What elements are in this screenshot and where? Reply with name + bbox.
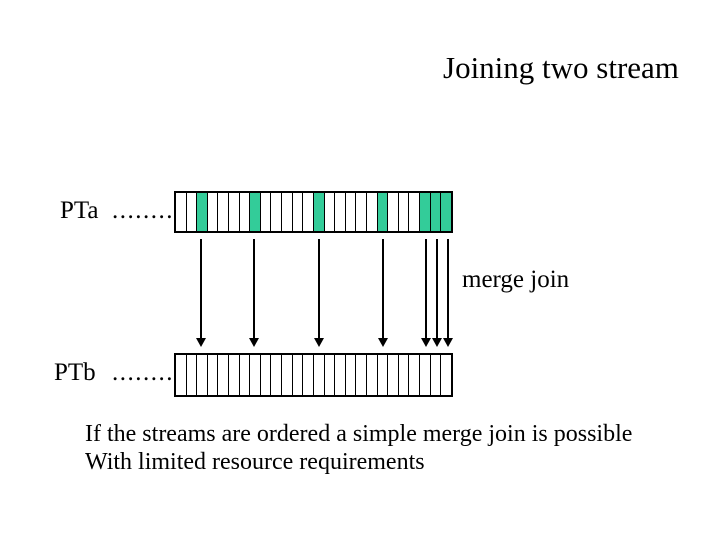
stream-cell-empty [228,193,239,231]
stream-cell-filled [312,193,324,231]
stream-cell-empty [312,355,324,395]
merge-join-label: merge join [462,266,570,293]
stream-a-bar [174,191,453,233]
arrow-shaft [199,239,202,338]
arrow-head-icon [313,338,324,347]
stream-cell-empty [185,193,197,231]
stream-cell-empty [291,355,303,395]
stream-cell-empty [408,193,420,231]
stream-cell-empty [259,355,271,395]
stream-cell-empty [281,193,292,231]
merge-arrow [421,239,432,347]
stream-cell-empty [270,355,282,395]
stream-cell-empty [355,193,366,231]
stream-cell-empty [408,355,420,395]
stream-cell-empty [206,193,218,231]
stream-cell-filled [429,193,441,231]
stream-cell-empty [440,355,451,395]
stream-cell-empty [355,355,366,395]
stream-cell-empty [323,193,335,231]
arrow-head-icon [378,338,389,347]
stream-cell-empty [302,193,313,231]
merge-arrow [195,239,206,347]
stream-b-dots: ........ [112,359,174,386]
stream-cell-filled [249,193,260,231]
stream-cell-empty [365,355,377,395]
arrow-shaft [253,239,256,338]
stream-cell-empty [185,355,197,395]
stream-cell-empty [259,193,271,231]
stream-cell-empty [397,355,409,395]
arrow-shaft [446,239,449,338]
stream-cell-empty [323,355,335,395]
stream-cell-empty [238,355,250,395]
stream-cell-empty [344,193,356,231]
stream-cell-empty [270,193,282,231]
arrow-head-icon [421,338,432,347]
arrow-shaft [317,239,320,338]
stream-cell-filled [419,193,430,231]
merge-arrow [249,239,260,347]
stream-cell-empty [176,355,186,395]
stream-cell-empty [217,355,229,395]
stream-cell-empty [302,355,313,395]
stream-cell-empty [196,355,207,395]
stream-cell-empty [429,355,441,395]
merge-arrow [442,239,453,347]
stream-cell-empty [397,193,409,231]
stream-cell-empty [176,193,186,231]
arrow-head-icon [431,338,442,347]
merge-arrow [313,239,324,347]
stream-cell-filled [440,193,451,231]
merge-arrow [378,239,389,347]
slide-title: Joining two stream [443,50,679,85]
caption-text: If the streams are ordered a simple merg… [85,420,632,476]
stream-cell-empty [334,355,345,395]
stream-cell-empty [334,193,345,231]
stream-cell-empty [206,355,218,395]
stream-cell-empty [419,355,430,395]
stream-cell-empty [217,193,229,231]
stream-cell-empty [344,355,356,395]
stream-cell-empty [387,193,398,231]
stream-cell-filled [196,193,207,231]
arrow-shaft [425,239,428,338]
stream-cell-empty [365,193,377,231]
arrow-head-icon [442,338,453,347]
arrow-shaft [435,239,438,338]
caption-line-1: If the streams are ordered a simple merg… [85,421,633,447]
stream-cell-empty [291,193,303,231]
stream-cell-empty [238,193,250,231]
arrow-shaft [382,239,385,338]
stream-b-bar [174,353,453,397]
stream-cell-empty [228,355,239,395]
merge-arrow [431,239,442,347]
stream-cell-empty [376,355,388,395]
stream-a-dots: ........ [112,197,174,224]
stream-a-label: PTa [60,197,99,224]
arrow-head-icon [195,338,206,347]
stream-cell-filled [376,193,388,231]
stream-cell-empty [281,355,292,395]
stream-b-label: PTb [54,359,96,386]
caption-line-2: With limited resource requirements [85,449,425,475]
stream-cell-empty [387,355,398,395]
arrow-head-icon [249,338,260,347]
stream-cell-empty [249,355,260,395]
